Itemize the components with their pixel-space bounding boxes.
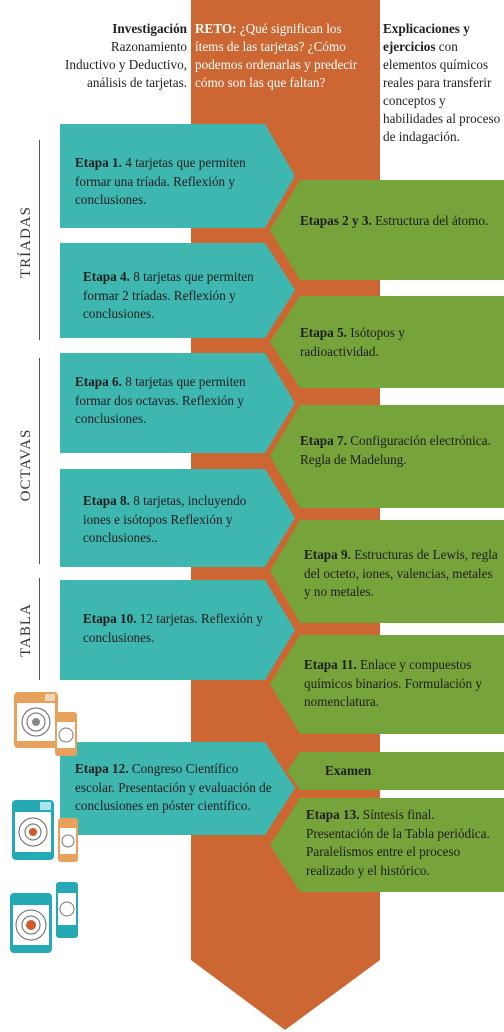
stage-4-title: Etapa 4. [83,269,130,284]
header-reto: RETO: ¿Qué significan los ítems de las t… [195,20,375,92]
section-label-tabla: TABLA [18,603,34,657]
stage-13-title: Etapa 13. [306,807,360,822]
arrow-stage-7 [270,405,504,508]
stage-8-description: 8 tarjetas, incluyendo iones e isótopos … [83,493,247,545]
stage-6-title: Etapa 6. [75,374,122,389]
header-explicaciones-line: habilidades al proceso [383,111,501,126]
stage-7-description: Configuración electrónica. Regla de Made… [300,433,491,467]
stage-4-text: Etapa 4. 8 tarjetas que permiten formar … [83,268,278,324]
stage-11-title: Etapa 11. [304,657,357,672]
header-reto-line: ¿Qué significan los [236,21,342,36]
header-explicaciones-line: de indagación. [383,129,460,144]
stage-9-title: Etapa 9. [304,547,351,562]
stage-10-description: 12 tarjetas. Reflexión y conclusiones. [83,611,263,645]
card-2 [12,800,54,860]
header-reto-line: podemos ordenarlas y predecir [195,57,358,72]
header-explicaciones-title: Explicaciones y [383,21,470,36]
stage-1-title: Etapa 1. [75,155,122,170]
stage-2-3-title: Etapas 2 y 3. [300,213,372,228]
stage-1-text: Etapa 1. 4 tarjetas que permiten formar … [75,154,275,210]
divider-rule [39,578,40,680]
stage-5-description: Isótopos y radioactividad. [300,325,405,359]
stage-5-title: Etapa 5. [300,325,347,340]
arrow-stage-2-3 [270,180,504,280]
stage-8-title: Etapa 8. [83,493,130,508]
header-explicaciones-line: con [435,39,458,54]
stage-12-text: Etapa 12. Congreso Científico escolar. P… [75,760,280,816]
element-cards-illustration [10,692,78,953]
section-label-octavas: OCTAVAS [18,428,34,502]
arrow-stage-1 [60,124,295,228]
header-reto-title: RETO: [195,21,237,36]
stage-8-text: Etapa 8. 8 tarjetas, incluyendo iones e … [83,492,273,548]
stage-2-3-text: Etapas 2 y 3. Estructura del átomo. [300,212,495,231]
header-investigacion: Investigación Razonamiento Inductivo y D… [40,20,187,92]
stage-6-text: Etapa 6. 8 tarjetas que permiten formar … [75,373,275,429]
card-4 [55,712,77,756]
stage-10-text: Etapa 10. 12 tarjetas. Reflexión y concl… [83,610,283,647]
divider-rule [39,140,40,340]
stage-11-description: Enlace y compuestos químicos binarios. F… [304,657,483,709]
stage-9-text: Etapa 9. Estructuras de Lewis, regla del… [304,546,500,602]
stage-11-text: Etapa 11. Enlace y compuestos químicos b… [304,656,500,712]
header-investigacion-title: Investigación [112,21,187,36]
header-reto-line: cómo son las que faltan? [195,75,326,90]
stage-1-description: 4 tarjetas que permiten formar una tríad… [75,155,246,207]
arrow-stage-8 [60,469,295,567]
arrow-exam [287,752,504,790]
header-investigacion-line: análisis de tarjetas. [87,75,187,90]
stage-12-title: Etapa 12. [75,761,129,776]
arrow-stage-13 [270,798,504,892]
stage-9-description: Estructuras de Lewis, regla del octeto, … [304,547,498,599]
stage-5-text: Etapa 5. Isótopos y radioactividad. [300,324,470,361]
arrow-stage-6 [60,353,295,453]
arrow-stage-12 [60,742,295,835]
header-explicaciones-line: reales para transferir [383,75,492,90]
header-investigacion-line: Razonamiento [110,39,187,54]
header-explicaciones-line: conceptos y [383,93,446,108]
exam-title: Examen [325,763,372,778]
card-5 [58,818,78,862]
stage-12-description: Congreso Científico escolar. Presentació… [75,761,272,813]
arrow-stage-10 [60,580,295,680]
arrow-stage-11 [270,635,504,734]
arrow-stage-5 [270,296,504,388]
stage-7-title: Etapa 7. [300,433,347,448]
stage-13-description: Síntesis final. Presentación de la Tabla… [306,807,490,878]
header-explicaciones-line: elementos químicos [383,57,489,72]
stage-10-title: Etapa 10. [83,611,137,626]
section-label-triadas: TRÍADAS [18,206,34,279]
header-reto-line: ítems de las tarjetas? ¿Cómo [195,39,346,54]
arrow-stage-4 [60,243,295,338]
header-explicaciones: Explicaciones y ejercicios con elementos… [383,20,501,146]
exam-text: Examen [325,762,475,781]
arrow-stage-9 [270,520,504,623]
stage-6-description: 8 tarjetas que permiten formar dos octav… [75,374,246,426]
card-6 [56,882,78,938]
card-1 [14,692,58,748]
header-investigacion-line: Inductivo y Deductivo, [65,57,187,72]
header-explicaciones-title: ejercicios [383,39,436,54]
stage-7-text: Etapa 7. Configuración electrónica. Regl… [300,432,495,469]
divider-rule [39,358,40,564]
stage-13-text: Etapa 13. Síntesis final. Presentación d… [306,806,502,880]
card-3 [10,893,52,953]
stage-2-3-description: Estructura del átomo. [371,213,489,228]
stage-4-description: 8 tarjetas que permiten formar 2 tríadas… [83,269,254,321]
